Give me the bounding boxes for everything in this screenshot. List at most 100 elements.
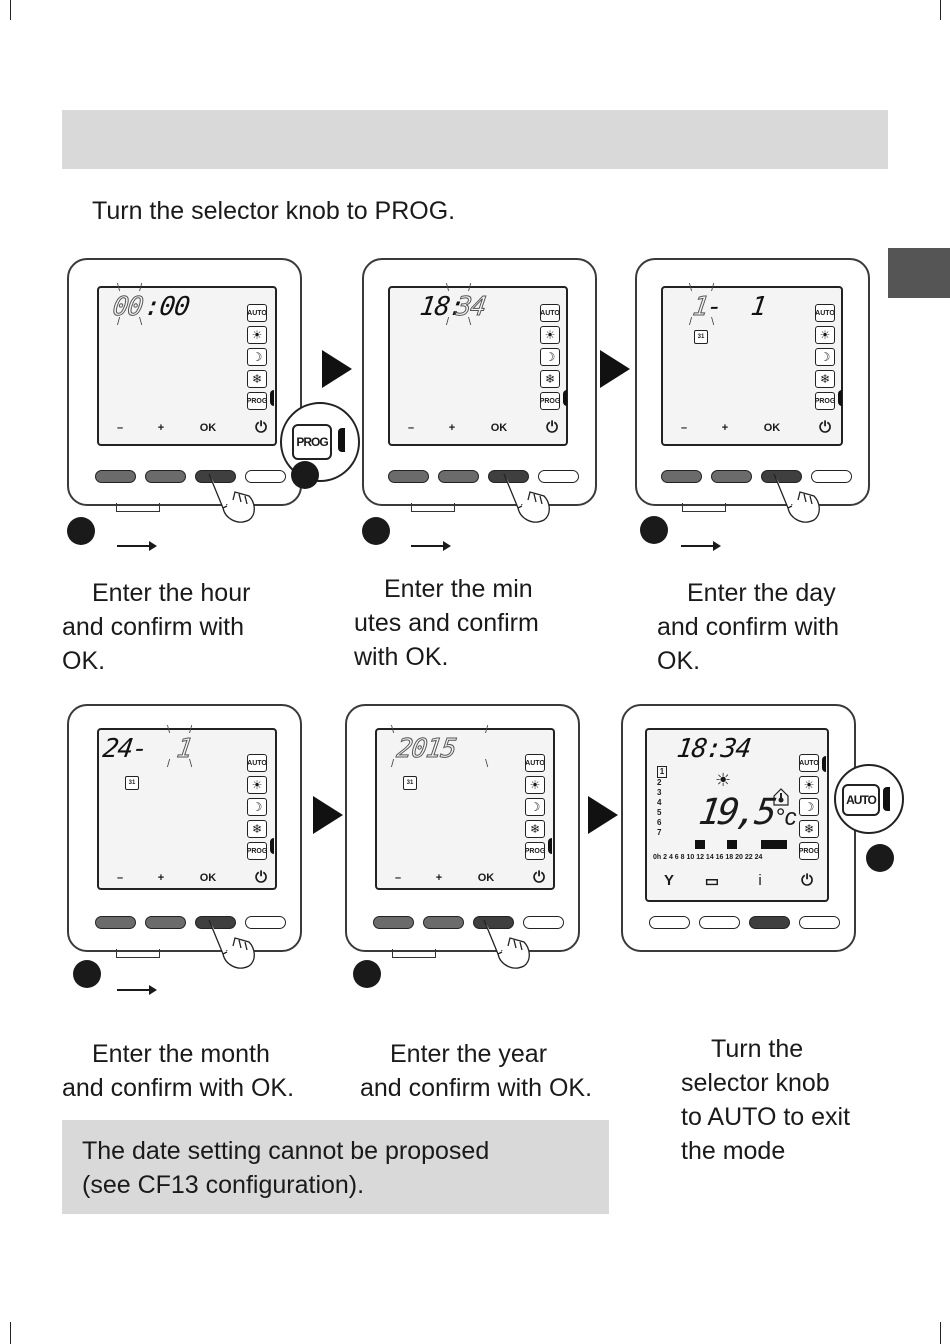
lcd-screen: \ / 2015 / \ 31 AUTO ☀ ☽ ❄ PROG – + OK ⏻ bbox=[375, 724, 555, 890]
flow-arrow-icon bbox=[313, 796, 343, 834]
ok-button[interactable] bbox=[473, 916, 514, 929]
caption-step6: Turn the selector knob to AUTO to exit t… bbox=[681, 1035, 851, 1165]
frost-snowflake-icon: ❄ bbox=[799, 820, 819, 838]
info-button[interactable] bbox=[749, 916, 790, 929]
lcd-screen: \ / 1 - 1 / \ 31 AUTO ☀ ☽ ❄ PROG – + OK … bbox=[661, 282, 843, 446]
mode-icons: AUTO ☀ ☽ ❄ PROG bbox=[247, 304, 267, 414]
minus-button[interactable] bbox=[95, 916, 136, 929]
thermostat-step3: \ / 1 - 1 / \ 31 AUTO ☀ ☽ ❄ PROG – + OK … bbox=[635, 258, 870, 506]
arrow-right-icon bbox=[411, 541, 451, 551]
lcd-screen: 18: \ / 34 / \ AUTO ☀ ☽ ❄ PROG – + OK ⏻ bbox=[388, 282, 568, 446]
minus-button[interactable] bbox=[373, 916, 414, 929]
prog-icon: PROG bbox=[247, 842, 267, 860]
ok-button[interactable] bbox=[195, 470, 236, 483]
minus-button[interactable] bbox=[388, 470, 429, 483]
celsius-unit: °c bbox=[775, 804, 797, 831]
auto-zoom-icon: AUTO bbox=[842, 784, 880, 816]
plus-button[interactable] bbox=[145, 470, 186, 483]
mode-icons: AUTO ☀ ☽ ❄ PROG bbox=[540, 304, 560, 414]
auto-icon: AUTO bbox=[540, 304, 560, 322]
eco-moon-icon: ☽ bbox=[540, 348, 560, 366]
eco-moon-icon: ☽ bbox=[247, 348, 267, 366]
sun-icon: ☀ bbox=[715, 770, 732, 790]
power-button[interactable] bbox=[538, 470, 579, 483]
frost-snowflake-icon: ❄ bbox=[247, 820, 267, 838]
flow-arrow-icon bbox=[588, 796, 618, 834]
ok-button[interactable] bbox=[195, 916, 236, 929]
glass-icon: Y bbox=[663, 872, 674, 889]
day-digits: 24- bbox=[100, 734, 150, 764]
power-label: ⏻ bbox=[533, 869, 545, 886]
prog-icon: PROG bbox=[815, 392, 835, 410]
selector-indicator bbox=[548, 838, 552, 854]
auto-icon: AUTO bbox=[247, 304, 267, 322]
power-label: ⏻ bbox=[819, 419, 831, 436]
plus-button[interactable] bbox=[423, 916, 464, 929]
bracket bbox=[116, 949, 160, 958]
power-button[interactable] bbox=[811, 470, 852, 483]
crop-mark bbox=[940, 0, 941, 20]
pressing-hand-icon bbox=[503, 473, 550, 523]
ok-button[interactable] bbox=[761, 470, 802, 483]
selector-indicator bbox=[822, 756, 826, 772]
away-button[interactable] bbox=[649, 916, 690, 929]
mode-icons: AUTO ☀ ☽ ❄ PROG bbox=[815, 304, 835, 414]
bracket bbox=[682, 503, 726, 512]
program-bar bbox=[727, 840, 737, 849]
day-list: 1 2 3 4 5 6 7 bbox=[657, 766, 667, 838]
header-bar bbox=[62, 110, 888, 169]
holiday-button[interactable] bbox=[699, 916, 740, 929]
plus-label: + bbox=[435, 872, 443, 884]
eco-moon-icon: ☽ bbox=[525, 798, 545, 816]
step-dot bbox=[640, 516, 668, 544]
eco-moon-icon: ☽ bbox=[799, 798, 819, 816]
arrow-right-icon bbox=[681, 541, 721, 551]
chapter-tab bbox=[888, 248, 950, 298]
flow-arrow-icon bbox=[600, 350, 630, 388]
plus-label: + bbox=[157, 422, 165, 434]
minus-button[interactable] bbox=[661, 470, 702, 483]
step-dot bbox=[67, 517, 95, 545]
power-button[interactable] bbox=[245, 470, 286, 483]
step-dot bbox=[291, 461, 319, 489]
plus-label: + bbox=[721, 422, 729, 434]
minus-button[interactable] bbox=[95, 470, 136, 483]
lcd-screen: 18:34 1 2 3 4 5 6 7 ☀ 19,5 °c AUTO ☀ ☽ ❄… bbox=[645, 728, 829, 902]
comfort-sun-icon: ☀ bbox=[247, 326, 267, 344]
caption-step2: Enter the min utes and confirm with OK. bbox=[354, 575, 539, 671]
power-button[interactable] bbox=[523, 916, 564, 929]
pressing-hand-icon bbox=[483, 919, 530, 969]
prog-zoom-icon: PROG bbox=[292, 424, 332, 460]
pressing-hand-icon bbox=[773, 473, 820, 523]
thermostat-step6: 18:34 1 2 3 4 5 6 7 ☀ 19,5 °c AUTO ☀ ☽ ❄… bbox=[621, 704, 856, 952]
note-box: The date setting cannot be proposed (see… bbox=[62, 1120, 609, 1214]
temperature-display: 19,5 bbox=[696, 792, 777, 833]
plus-button[interactable] bbox=[438, 470, 479, 483]
ok-label: OK bbox=[199, 422, 217, 434]
ok-label: OK bbox=[199, 872, 217, 884]
power-label: ⏻ bbox=[255, 869, 267, 886]
selector-indicator bbox=[563, 390, 567, 406]
auto-icon: AUTO bbox=[247, 754, 267, 772]
calendar-icon: 31 bbox=[403, 776, 417, 790]
plus-button[interactable] bbox=[145, 916, 186, 929]
power-button[interactable] bbox=[799, 916, 840, 929]
note-line: (see CF13 configuration). bbox=[82, 1171, 365, 1199]
auto-icon: AUTO bbox=[815, 304, 835, 322]
intro-text: Turn the selector knob to PROG. bbox=[92, 197, 456, 225]
plus-button[interactable] bbox=[711, 470, 752, 483]
bracket bbox=[392, 949, 436, 958]
minus-label: – bbox=[394, 872, 402, 884]
bracket bbox=[116, 503, 160, 512]
power-button[interactable] bbox=[245, 916, 286, 929]
caption-step5: Enter the year and confirm with OK. bbox=[360, 1040, 593, 1102]
comfort-sun-icon: ☀ bbox=[540, 326, 560, 344]
plus-label: + bbox=[157, 872, 165, 884]
ok-label: OK bbox=[490, 422, 508, 434]
suitcase-icon: ▭ bbox=[704, 873, 720, 890]
caption-step3: Enter the day and confirm with OK. bbox=[657, 579, 840, 675]
minus-label: – bbox=[116, 422, 124, 434]
mode-icons: AUTO ☀ ☽ ❄ PROG bbox=[247, 754, 267, 864]
step-dot bbox=[866, 844, 894, 872]
arrow-right-icon bbox=[117, 541, 157, 551]
